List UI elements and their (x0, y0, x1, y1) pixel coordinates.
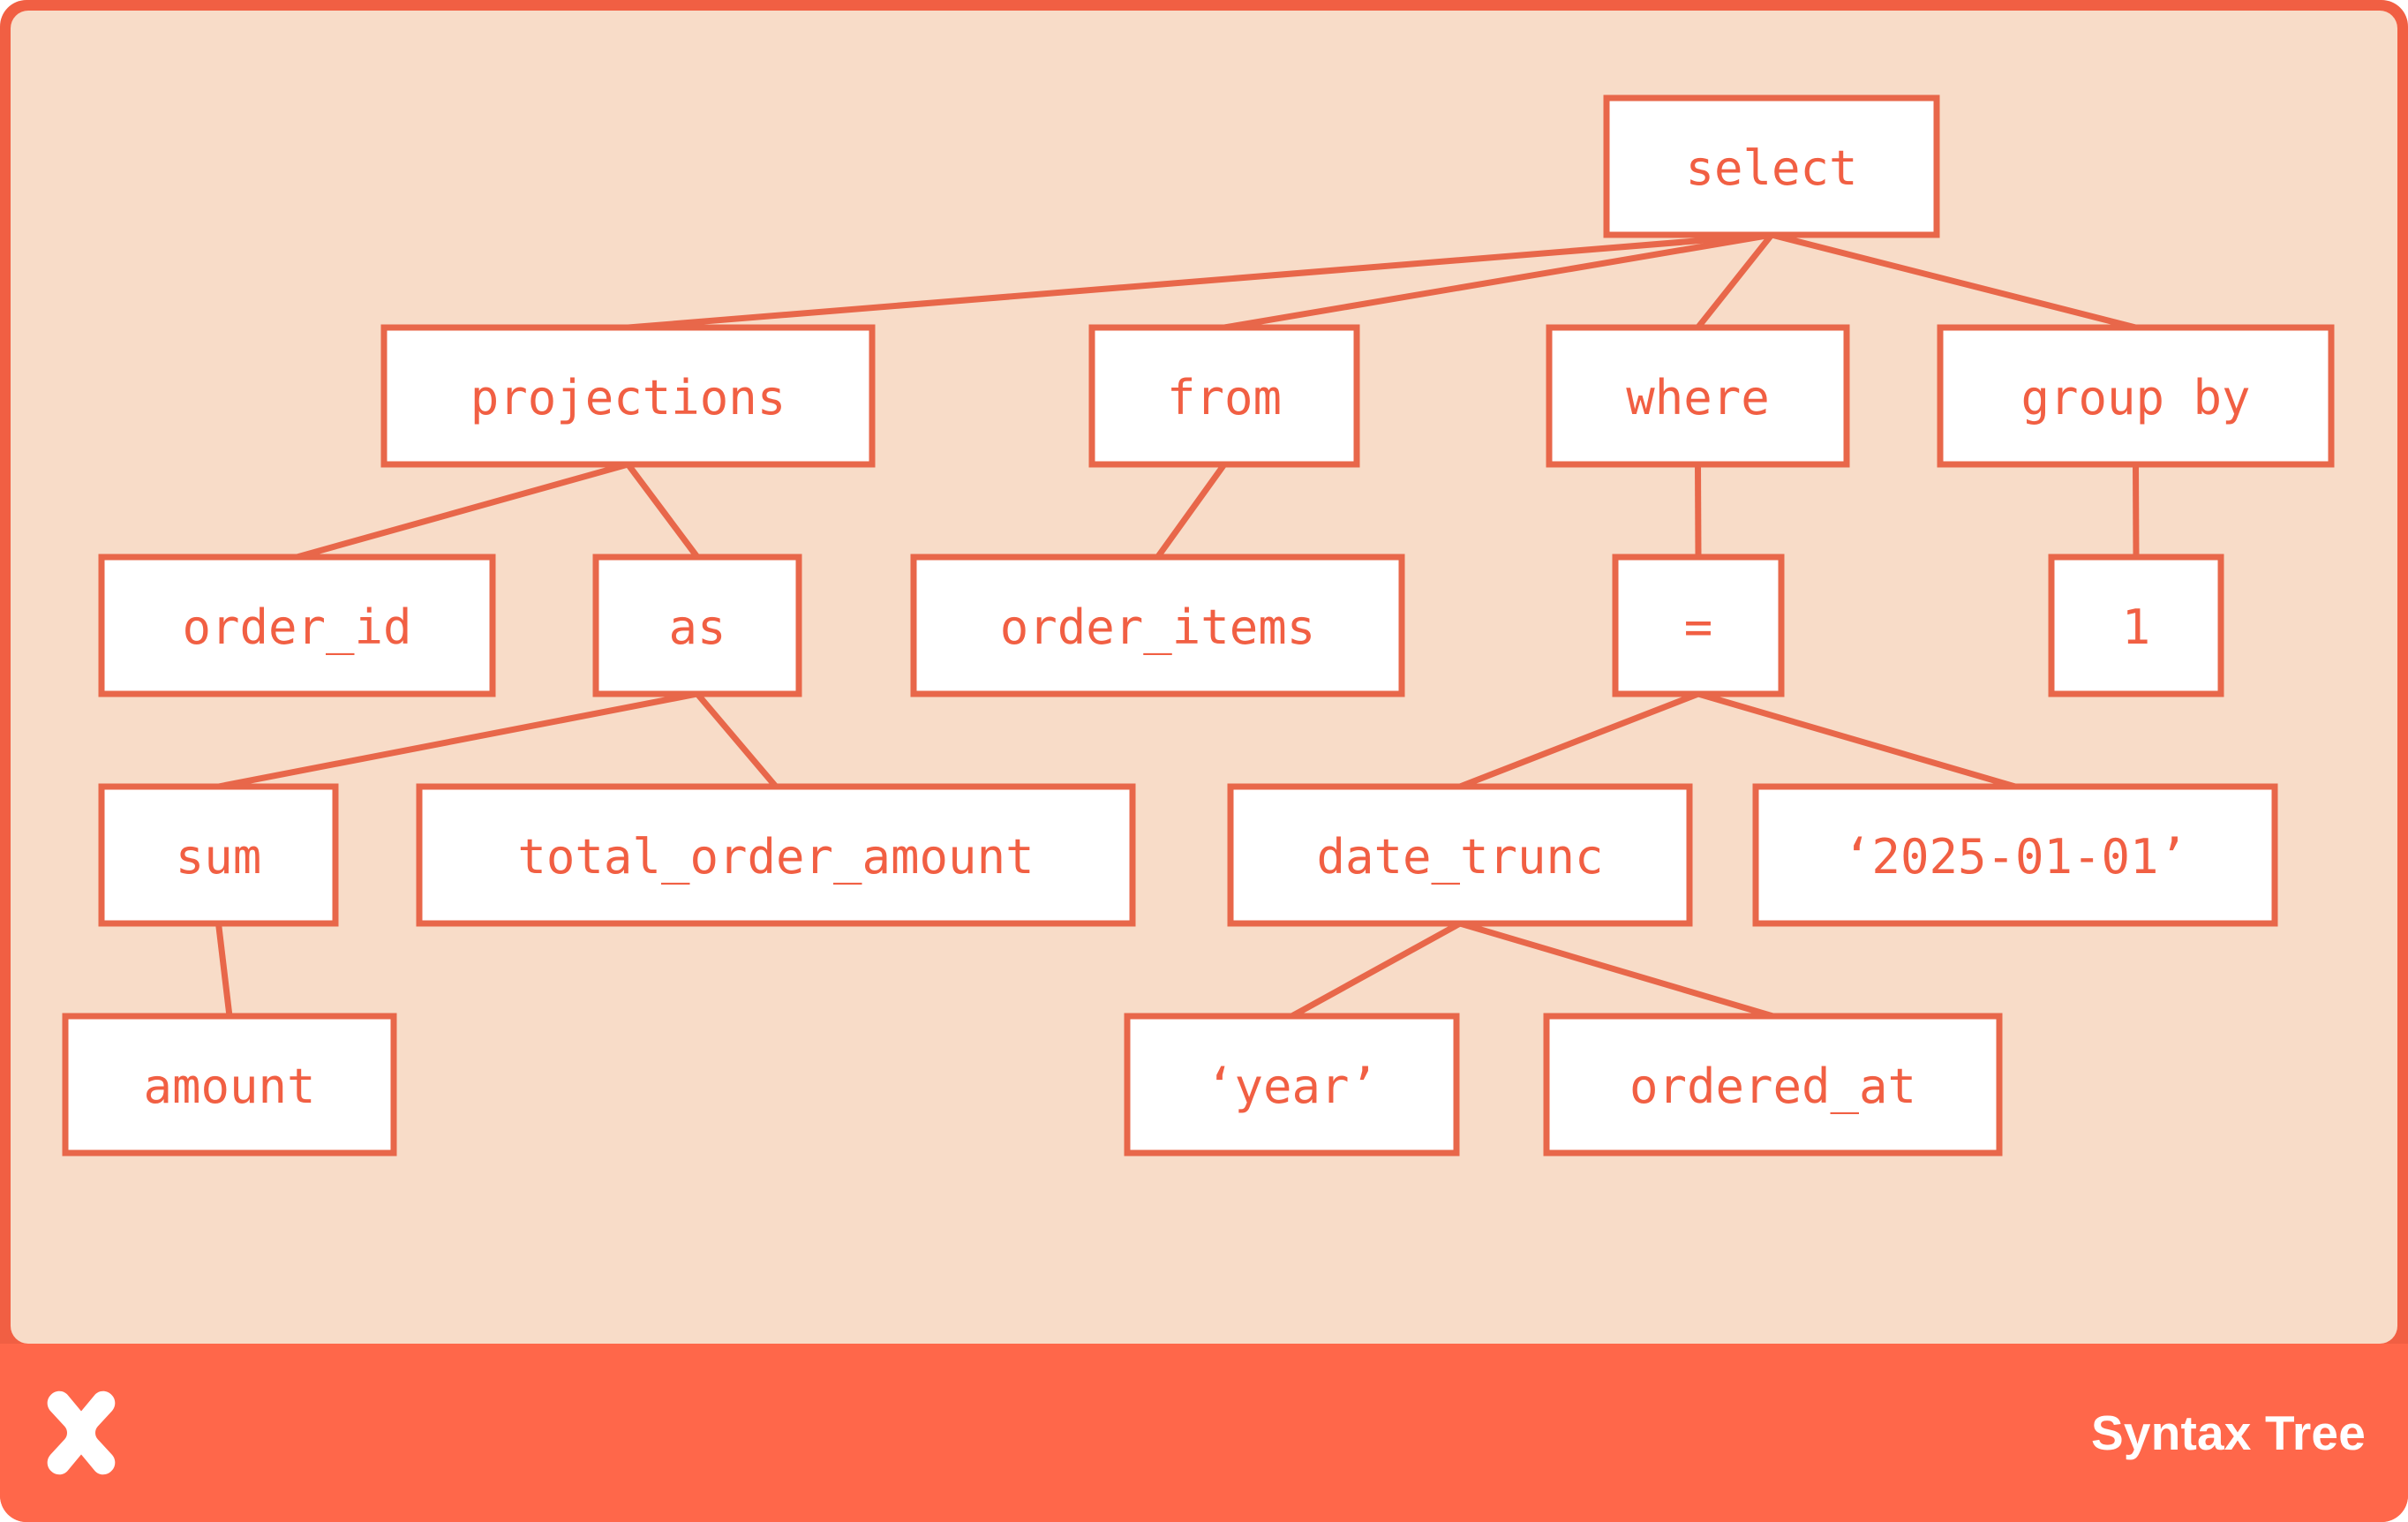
diagram-canvas: select projections from where group by order_… (11, 11, 2397, 1344)
tree-edge (1155, 462, 1227, 560)
tree-edge (1458, 690, 1700, 790)
tree-node-box (62, 1013, 397, 1157)
tree-node-box (1937, 324, 2335, 468)
tree-node-box (1227, 783, 1693, 927)
tree-node-eq[interactable]: = (1612, 554, 1785, 697)
tree-node-box (1543, 1013, 2003, 1157)
tree-node-groupby[interactable]: group by (1937, 324, 2335, 468)
tree-node-label: where (1626, 370, 1770, 426)
tree-node-label: order_id (182, 599, 411, 655)
tree-node-as[interactable]: as (592, 554, 802, 697)
tree-edge (695, 691, 779, 789)
tree-node-box (910, 554, 1405, 697)
tree-node-ordered_at[interactable]: ordered_at (1543, 1013, 2003, 1157)
tree-node-box (2048, 554, 2224, 697)
tree-node-date_trunc[interactable]: date_trunc (1227, 783, 1693, 927)
tree-edge (215, 923, 233, 1017)
tree-node-label: projections (470, 370, 786, 426)
tree-node-box (1088, 324, 1360, 468)
tree-node-box (592, 554, 802, 697)
tree-edge (296, 461, 629, 561)
tree-edge (628, 231, 1772, 331)
tree-node-from[interactable]: from (1088, 324, 1360, 468)
tree-node-amount[interactable]: amount (62, 1013, 397, 1157)
tree-node-total_order_amount[interactable]: total_order_amount (416, 783, 1136, 927)
footer-title: Syntax Tree (2091, 1405, 2366, 1460)
tree-node-label: from (1167, 370, 1282, 426)
tree-node-date_literal[interactable]: ‘2025-01-01’ (1752, 783, 2278, 927)
tree-node-label: ‘year’ (1206, 1059, 1378, 1114)
tree-node-select[interactable]: select (1603, 94, 1940, 238)
tree-node-label: order_items (1000, 599, 1316, 655)
edge-layer (215, 231, 2140, 1020)
tree-node-box (1612, 554, 1785, 697)
tree-edge (1290, 920, 1462, 1020)
tree-node-label: select (1685, 140, 1857, 196)
tree-node-box (1546, 324, 1850, 468)
tree-node-one[interactable]: 1 (2048, 554, 2224, 697)
tree-node-order_id[interactable]: order_id (98, 554, 496, 697)
tree-node-label: date_trunc (1316, 829, 1603, 885)
tree-node-label: amount (143, 1059, 315, 1114)
tree-node-year_literal[interactable]: ‘year’ (1124, 1013, 1460, 1157)
tree-edge (1223, 231, 1772, 331)
tree-node-box (98, 554, 496, 697)
tree-edge (1459, 920, 1774, 1020)
tree-node-label: group by (2020, 370, 2250, 426)
tree-node-projections[interactable]: projections (380, 324, 876, 468)
tree-node-label: = (1684, 599, 1713, 655)
tree-node-box (380, 324, 876, 468)
tree-node-label: total_order_amount (517, 829, 1034, 885)
tree-edge (1771, 231, 2137, 331)
tree-node-box (416, 783, 1136, 927)
footer-bar: Syntax Tree (0, 1344, 2408, 1522)
tree-edge (1697, 690, 2016, 790)
tree-node-box (1124, 1013, 1460, 1157)
tree-node-label: ‘2025-01-01’ (1843, 829, 2187, 885)
tree-node-box (98, 783, 339, 927)
tree-edge (217, 690, 698, 790)
tree-node-label: as (668, 599, 726, 655)
tree-edge (2133, 463, 2140, 558)
x-star-logo-icon (35, 1387, 127, 1479)
tree-node-label: sum (176, 829, 262, 885)
tree-node-order_items[interactable]: order_items (910, 554, 1405, 697)
tree-edge (1695, 463, 1702, 558)
tree-edge (1695, 232, 1774, 330)
syntax-tree-graph: select projections from where group by order_… (62, 94, 2335, 1157)
tree-node-label: 1 (2122, 599, 2151, 655)
tree-edge (625, 462, 700, 560)
tree-node-sum[interactable]: sum (98, 783, 339, 927)
tree-node-where[interactable]: where (1546, 324, 1850, 468)
node-layer: select projections from where group by order_… (62, 94, 2335, 1157)
tree-node-label: ordered_at (1629, 1059, 1916, 1114)
tree-node-box (1752, 783, 2278, 927)
tree-node-box (1603, 94, 1940, 238)
